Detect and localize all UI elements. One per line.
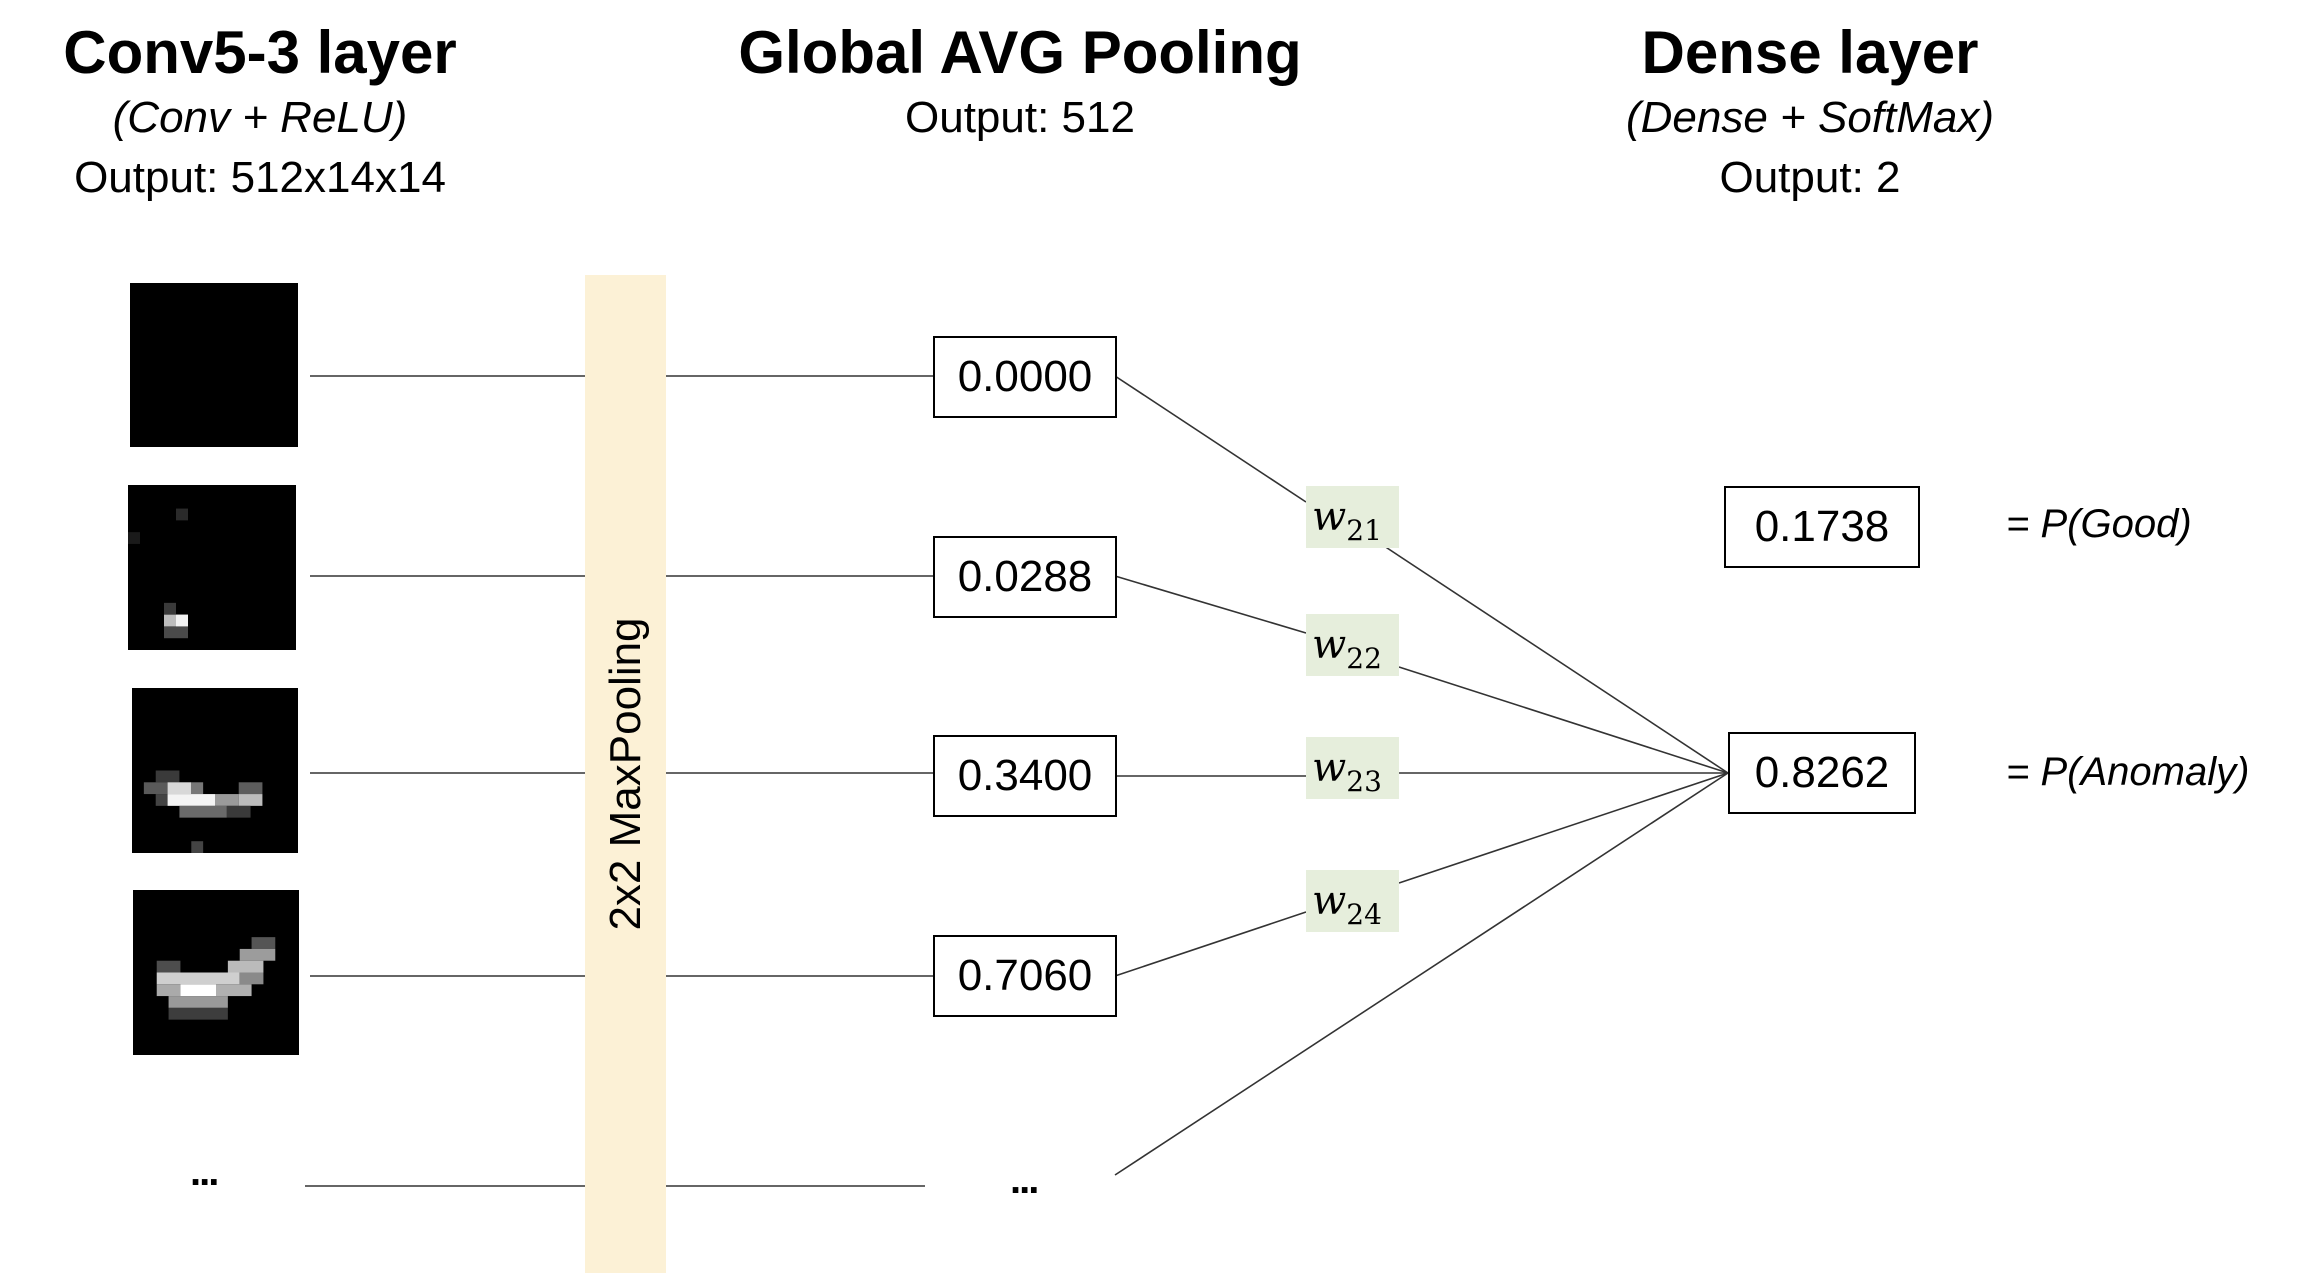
gap-layer-title: Global AVG Pooling	[738, 19, 1302, 86]
weight-label-bg-4	[1306, 870, 1399, 932]
conv-layer-title: Conv5-3 layer	[63, 19, 457, 86]
gap-layer-header: Global AVG Pooling Output: 512	[720, 18, 1320, 148]
p-anomaly-label: = P(Anomaly)	[2006, 750, 2250, 794]
feature-map-image-4	[133, 890, 299, 1055]
weight-label-bg-1	[1306, 486, 1399, 548]
gap-value-box-3: 0.3400	[933, 735, 1117, 817]
conv-layer-subtitle: (Conv + ReLU)	[112, 93, 408, 142]
weight-to-dense-line-4	[1398, 772, 1729, 884]
weight-label-bg-3	[1306, 737, 1399, 799]
gap-value-box-2: 0.0288	[933, 536, 1117, 618]
gap-to-weight-line-4	[1114, 911, 1307, 977]
feature-map-image-3	[132, 688, 298, 853]
weight-to-dense-line-1	[1374, 539, 1729, 774]
feature-map-image-2	[128, 485, 296, 650]
dense-layer-header: Dense layer (Dense + SoftMax) Output: 2	[1570, 18, 2050, 208]
conv-layer-output: Output: 512x14x14	[74, 153, 446, 202]
gap-to-weight-line-2	[1114, 575, 1307, 634]
weight-label-w24: w24	[1312, 870, 1382, 946]
weight-symbol: w	[1312, 745, 1347, 791]
weight-symbol: w	[1312, 878, 1347, 924]
dense-layer-output: Output: 2	[1719, 153, 1901, 202]
feature-map-image-1	[130, 283, 298, 447]
weight-symbol: w	[1312, 494, 1347, 540]
gap-value-box-4: 0.7060	[933, 935, 1117, 1017]
p-good-label: = P(Good)	[2006, 502, 2192, 546]
gap-to-weight-line-1	[1114, 375, 1307, 503]
maxpooling-label: 2x2 MaxPooling	[600, 617, 650, 931]
gap-value-box-1: 0.0000	[933, 336, 1117, 418]
dense-output-box-anomaly: 0.8262	[1728, 732, 1916, 814]
weight-label-bg-2	[1306, 614, 1399, 676]
dense-layer-title: Dense layer	[1641, 19, 1979, 86]
gap-layer-output: Output: 512	[905, 93, 1135, 142]
weight-index: 24	[1346, 898, 1382, 931]
dense-output-box-good: 0.1738	[1724, 486, 1920, 568]
weight-to-dense-line-2	[1398, 666, 1729, 774]
feature-map-ellipsis: ...	[190, 1150, 219, 1194]
ellipsis-to-dense-line	[1114, 772, 1729, 1176]
weight-symbol: w	[1312, 622, 1347, 668]
weight-index: 23	[1346, 765, 1382, 798]
weight-index: 21	[1346, 514, 1382, 547]
conv-layer-header: Conv5-3 layer (Conv + ReLU) Output: 512x…	[40, 18, 480, 208]
weight-label-w23: w23	[1312, 737, 1382, 813]
gap-value-ellipsis: ...	[1010, 1158, 1039, 1202]
dense-layer-subtitle: (Dense + SoftMax)	[1625, 93, 1995, 142]
maxpooling-bar: 2x2 MaxPooling	[585, 275, 666, 1273]
weight-label-w21: w21	[1312, 486, 1382, 562]
weight-label-w22: w22	[1312, 614, 1382, 690]
weight-index: 22	[1346, 642, 1382, 675]
